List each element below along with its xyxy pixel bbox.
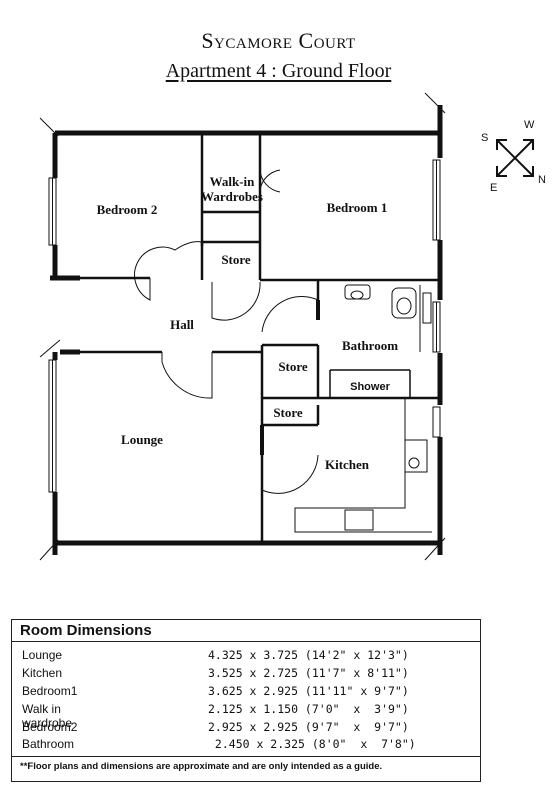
compass-n: N (538, 174, 546, 186)
dimension-size: 3.525 x 2.725 (11'7" x 8'11") (208, 666, 409, 680)
compass-w: W (524, 119, 535, 131)
floor-plan: Bedroom 2 Walk-in Wardrobes Bedroom 1 St… (39, 92, 546, 561)
room-dimensions-table: Room Dimensions Lounge 4.325 x 3.725 (14… (11, 619, 481, 782)
room-dimensions-heading: Room Dimensions (12, 620, 480, 642)
room-label-walkin-2: Wardrobes (201, 189, 263, 204)
dimension-room: Bedroom1 (22, 684, 78, 698)
room-label-lounge: Lounge (121, 432, 163, 447)
room-label-shower: Shower (350, 381, 390, 393)
dimension-room: Bedroom2 (22, 720, 78, 734)
disclaimer-note: **Floor plans and dimensions are approxi… (20, 761, 383, 772)
dimension-room: Walk in wardrobe (22, 702, 73, 730)
building-title: Sycamore Court (201, 28, 356, 53)
dimension-size: 2.125 x 1.150 (7'0" x 3'9") (208, 702, 409, 716)
floor-subtitle: Apartment 4 : Ground Floor (165, 60, 392, 82)
room-label-bedroom1: Bedroom 1 (327, 200, 388, 215)
table-divider (12, 756, 480, 757)
dimension-size: 3.625 x 2.925 (11'11" x 9'7") (208, 684, 409, 698)
compass-s: S (481, 132, 488, 144)
compass-e: E (490, 182, 497, 194)
dimension-size: 2.925 x 2.925 (9'7" x 9'7") (208, 720, 409, 734)
room-label-store-low: Store (273, 405, 303, 420)
dimension-size: 2.450 x 2.325 (8'0" x 7'8") (208, 737, 416, 751)
room-label-bathroom: Bathroom (342, 338, 398, 353)
dimension-room: Bathroom (22, 737, 75, 751)
room-label-kitchen: Kitchen (325, 457, 370, 472)
dimension-size: 4.325 x 3.725 (14'2" x 12'3") (208, 648, 409, 662)
room-label-walkin-1: Walk-in (210, 174, 256, 189)
compass-rose-icon (496, 139, 534, 177)
dimension-room: Kitchen (22, 666, 63, 680)
room-label-store-top: Store (221, 252, 251, 267)
room-label-bedroom2: Bedroom 2 (97, 202, 158, 217)
room-label-store-mid: Store (278, 359, 308, 374)
room-label-hall: Hall (170, 317, 194, 332)
dimension-room: Lounge (22, 648, 63, 662)
